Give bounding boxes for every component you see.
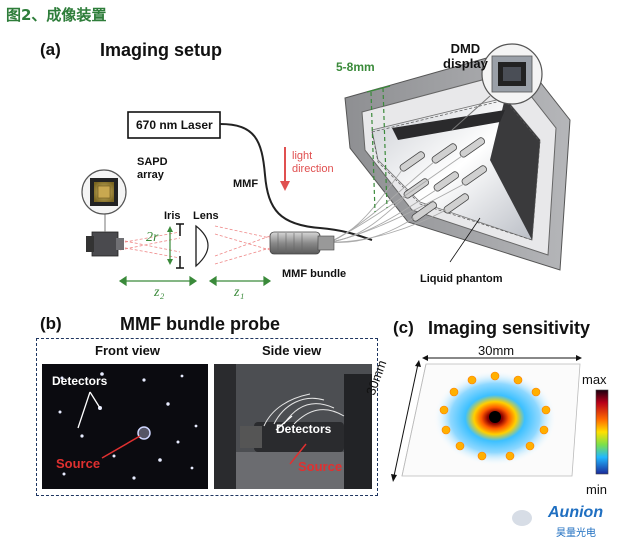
light-direction-label: light direction bbox=[292, 150, 334, 175]
width-label: 30mm bbox=[478, 343, 515, 358]
z1-label: z₁ bbox=[234, 285, 245, 300]
panel-a-title: Imaging setup bbox=[100, 40, 223, 60]
distance-arrows bbox=[118, 275, 272, 287]
source-front-label: Source bbox=[56, 456, 101, 471]
front-view-label: Front view bbox=[95, 343, 161, 358]
detectors-side-label: Detectors bbox=[276, 422, 332, 436]
colorbar bbox=[595, 389, 609, 475]
panel-b-letter: (b) bbox=[40, 314, 62, 333]
sensitivity-plot bbox=[391, 355, 609, 482]
aperture-label: 2r bbox=[146, 230, 159, 245]
lens-label: Lens bbox=[193, 210, 219, 222]
iris-label: Iris bbox=[164, 210, 181, 222]
wechat-icon bbox=[512, 510, 532, 526]
imaging-setup-diagram bbox=[81, 43, 571, 287]
phantom-label: Liquid phantom bbox=[420, 273, 503, 285]
figure-caption: 图2、成像装置 bbox=[6, 6, 107, 24]
bundle-fibers bbox=[329, 155, 465, 243]
watermark-brand-cn: 昊量光电 bbox=[556, 528, 596, 539]
light-cone bbox=[119, 225, 271, 265]
panel-b-title: MMF bundle probe bbox=[120, 314, 280, 334]
mmf-bundle-connector bbox=[269, 231, 335, 255]
dmd-label: DMD display bbox=[443, 41, 488, 71]
mmf-label: MMF bbox=[233, 178, 259, 190]
mmf-fiber bbox=[219, 123, 373, 241]
panel-a-letter: (a) bbox=[40, 40, 61, 59]
watermark-brand: Aunion bbox=[548, 504, 604, 521]
z2-label: z₂ bbox=[154, 285, 165, 300]
colorbar-min-label: min bbox=[586, 482, 607, 497]
panel-c-title: Imaging sensitivity bbox=[428, 318, 591, 338]
lens bbox=[195, 224, 209, 268]
sapd-label: SAPD array bbox=[137, 156, 168, 181]
iris bbox=[176, 223, 184, 269]
side-view-label: Side view bbox=[262, 343, 322, 358]
panel-c-letter: (c) bbox=[393, 318, 414, 337]
gap-label: 5-8mm bbox=[336, 60, 375, 74]
mmf-bundle-label: MMF bundle bbox=[282, 268, 347, 280]
sapd-camera bbox=[86, 231, 124, 257]
front-view-photo bbox=[42, 364, 208, 489]
colorbar-max-label: max bbox=[582, 372, 607, 387]
side-view-photo bbox=[214, 364, 372, 489]
phantom-pointer bbox=[449, 217, 481, 263]
source-side-label: Source bbox=[298, 459, 343, 474]
laser-label: 670 nm Laser bbox=[136, 118, 213, 132]
panel-b-border bbox=[36, 338, 378, 496]
detectors-front-label: Detectors bbox=[52, 374, 108, 388]
